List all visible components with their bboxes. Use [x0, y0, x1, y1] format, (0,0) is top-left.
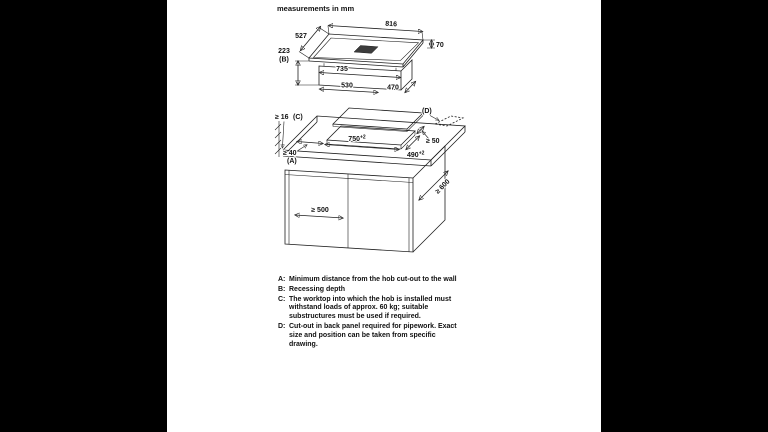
wall-ref-label: (A) [287, 158, 297, 165]
dim-cutout-width: 750+2 [348, 135, 366, 144]
cabinet-frames [284, 170, 414, 252]
cutout-depth-edges [326, 131, 416, 150]
measurement-unit-label: measurements in mm [277, 4, 355, 13]
dim-rear-clearance: ≥ 50 [426, 138, 440, 145]
worktop-ref-label: (C) [293, 114, 303, 121]
cabinet-side [412, 145, 446, 253]
worktop-thickness [282, 116, 466, 167]
dim-hob-height: 70 [436, 42, 444, 49]
dim-cabinet-depth: ≥ 600 [434, 178, 451, 195]
dim-wall-clearance: ≥ 40 [283, 150, 297, 157]
installation-diagram: 527 816 70 223 (B) 735 530 [274, 20, 466, 253]
hob-panel-exploded [332, 107, 424, 130]
dim-box-bottom-width: 530 [341, 83, 353, 90]
note-b-key: B: [278, 285, 286, 293]
back-panel-cutout [433, 115, 465, 127]
hob-vent-slot [353, 45, 379, 54]
note-d-text: Cut-out in back panel required for pipew… [289, 322, 457, 348]
note-b-text: Recessing depth [289, 285, 346, 293]
note-c-key: C: [278, 295, 286, 303]
dim-recess-depth: 223 [278, 48, 290, 55]
dim-cutout-depth: 490+2 [407, 151, 425, 160]
dim-worktop-thickness: ≥ 16 [275, 114, 289, 121]
worktop-cutout-drawing: ≥ 16 (C) 750+2 490+2 ≥ 50 (D) ≥ 40 [274, 107, 466, 253]
note-d-key: D: [278, 322, 286, 330]
dim-interior-width: ≥ 500 [311, 207, 329, 214]
hob-glass-edge [308, 40, 424, 68]
hob-glass-inset [312, 37, 420, 61]
note-b: B: Recessing depth [278, 286, 460, 295]
hob-isometric-drawing: 527 816 70 223 (B) 735 530 [277, 20, 445, 93]
legend-notes: A: Minimum distance from the hob cut-out… [278, 276, 460, 350]
cabinet-front [284, 169, 414, 253]
note-a-key: A: [278, 276, 286, 283]
note-c: C: The worktop into which the hob is ins… [278, 296, 460, 322]
back-panel-ref-label: (D) [422, 108, 432, 115]
note-c-text: The worktop into which the hob is instal… [289, 295, 452, 321]
dim-glass-width: 816 [385, 21, 397, 29]
recess-ref-label: (B) [279, 57, 289, 64]
dim-glass-depth: 527 [295, 33, 307, 40]
dim-box-width: 735 [336, 66, 348, 73]
manual-page: measurements in mm [167, 0, 601, 432]
dim-box-bottom-depth: 470 [387, 85, 399, 92]
note-a-text: Minimum distance from the hob cut-out to… [289, 276, 457, 283]
note-d: D: Cut-out in back panel required for pi… [278, 323, 460, 349]
note-a: A: Minimum distance from the hob cut-out… [278, 276, 460, 285]
wall-hatching [274, 121, 282, 157]
